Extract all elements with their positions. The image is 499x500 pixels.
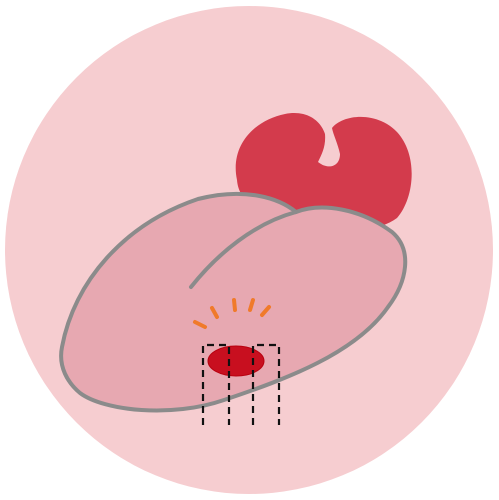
highlight-oval [208,346,264,376]
ray-3 [234,300,235,310]
